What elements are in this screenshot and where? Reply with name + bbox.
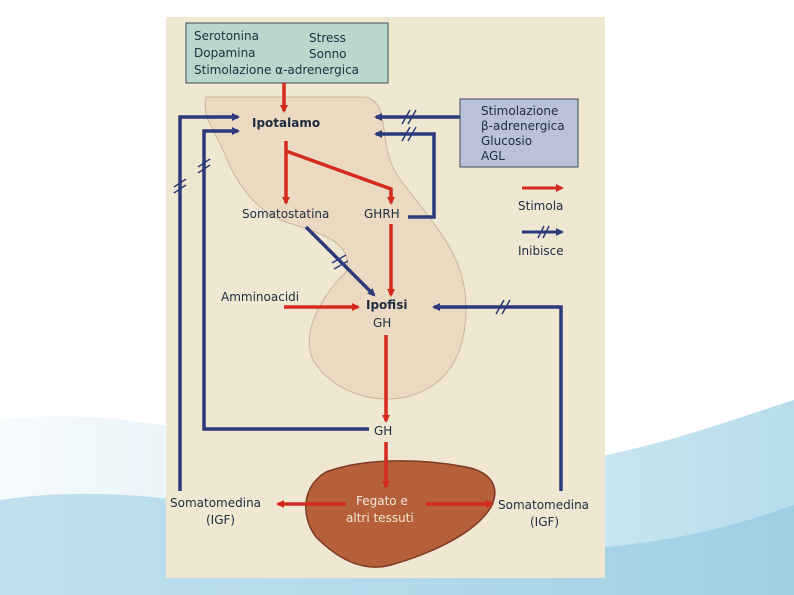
label-igf-left: (IGF)	[206, 513, 235, 527]
inhibitor-beta-stimulation: Stimolazione	[481, 104, 558, 118]
label-somatostatin: Somatostatina	[242, 207, 329, 221]
stimulus-box	[185, 22, 389, 84]
arrow-gh-to-hypothalamus	[202, 127, 369, 431]
label-ghrh: GHRH	[364, 207, 400, 221]
legend-inhibit-slash-2	[542, 225, 550, 239]
arrow-ghrh-feedback	[374, 130, 436, 219]
gh-regulation-diagram: Serotonina Stress Dopamina Sonno Stimola…	[166, 17, 605, 578]
legend-stimulate-label: Stimola	[518, 199, 563, 213]
label-liver: Fegato e	[356, 494, 408, 508]
legend-inhibit-label: Inibisce	[518, 244, 564, 258]
inhibitor-beta-adrenergic: β-adrenergica	[481, 119, 565, 133]
arrow-igf-right-to-pituitary	[432, 303, 563, 491]
stimulus-serotonin: Serotonina	[194, 29, 259, 43]
label-somatomedin-right: Somatomedina	[498, 498, 589, 512]
inhibitor-agl: AGL	[481, 149, 505, 163]
inhibiting-arrows	[178, 113, 563, 491]
arrow-igf-left-to-hypothalamus	[178, 113, 240, 491]
arrow-hypothalamus-to-ghrh	[285, 149, 395, 205]
liver-shape	[305, 460, 496, 568]
label-pituitary: Ipofisi	[366, 298, 407, 312]
stimulus-alpha-adrenergic: Stimolazione α-adrenergica	[194, 63, 359, 77]
arrow-somatostatin-to-pituitary	[304, 225, 376, 297]
label-gh: GH	[374, 424, 392, 438]
inhibition-slash-marks	[173, 109, 511, 315]
label-hypothalamus: Ipotalamo	[252, 116, 320, 130]
hypothalamus-pituitary-region	[204, 96, 467, 400]
inhibitor-box	[459, 98, 579, 168]
stimulus-dopamine: Dopamina	[194, 46, 256, 60]
label-somatomedin-left: Somatomedina	[170, 496, 261, 510]
legend-inhibit-slash	[537, 225, 545, 239]
label-other-tissues: altri tessuti	[346, 511, 414, 525]
label-pituitary-gh: GH	[373, 316, 391, 330]
stimulating-arrows	[276, 83, 494, 508]
stimulus-sleep: Sonno	[309, 47, 347, 61]
inhibitor-glucose: Glucosio	[481, 134, 532, 148]
label-igf-right: (IGF)	[530, 515, 559, 529]
stimulus-stress: Stress	[309, 31, 346, 45]
label-amino-acids: Amminoacidi	[221, 290, 299, 304]
